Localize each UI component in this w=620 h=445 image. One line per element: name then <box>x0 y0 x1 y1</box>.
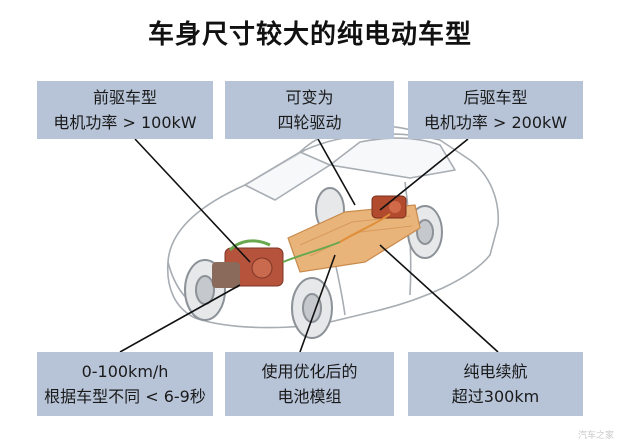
front-motor <box>212 239 284 288</box>
leader-range <box>379 244 499 353</box>
callout-awd-line2: 四轮驱动 <box>277 113 342 132</box>
diagram-title: 车身尺寸较大的纯电动车型 <box>147 20 472 50</box>
callout-battery-line2: 电池模组 <box>277 387 342 406</box>
callout-front-drive: 前驱车型 电机功率 > 100kW <box>37 81 213 139</box>
leader-rear <box>379 138 469 211</box>
callout-front-drive-line2: 电机功率 > 100kW <box>53 113 197 132</box>
callout-rear-drive-line1: 后驱车型 <box>463 88 528 107</box>
side-window-outline <box>329 137 456 179</box>
callout-acceleration: 0-100km/h 根据车型不同 < 6-9秒 <box>37 352 213 416</box>
leader-accel <box>119 284 241 353</box>
windshield-outline <box>244 151 331 201</box>
callout-acceleration-line2: 根据车型不同 < 6-9秒 <box>44 387 206 406</box>
callout-battery-line1: 使用优化后的 <box>261 362 358 381</box>
callout-front-drive-line1: 前驱车型 <box>92 88 157 107</box>
callout-rear-drive: 后驱车型 电机功率 > 200kW <box>408 81 583 139</box>
callout-acceleration-line1: 0-100km/h <box>81 362 169 381</box>
callout-awd-line1: 可变为 <box>285 88 334 107</box>
leader-front <box>134 138 251 263</box>
callout-range-line2: 超过300km <box>451 387 540 406</box>
rear-motor <box>371 195 407 219</box>
callout-battery: 使用优化后的 电池模组 <box>225 352 394 416</box>
callout-rear-drive-line2: 电机功率 > 200kW <box>423 113 568 132</box>
battery-pack <box>287 204 421 273</box>
leader-batt <box>299 254 336 353</box>
watermark: 汽车之家 <box>577 431 614 441</box>
callout-range-line1: 纯电续航 <box>463 362 528 381</box>
callout-range: 纯电续航 超过300km <box>408 352 583 416</box>
callout-awd: 可变为 四轮驱动 <box>225 81 394 139</box>
leader-awd <box>317 138 356 206</box>
